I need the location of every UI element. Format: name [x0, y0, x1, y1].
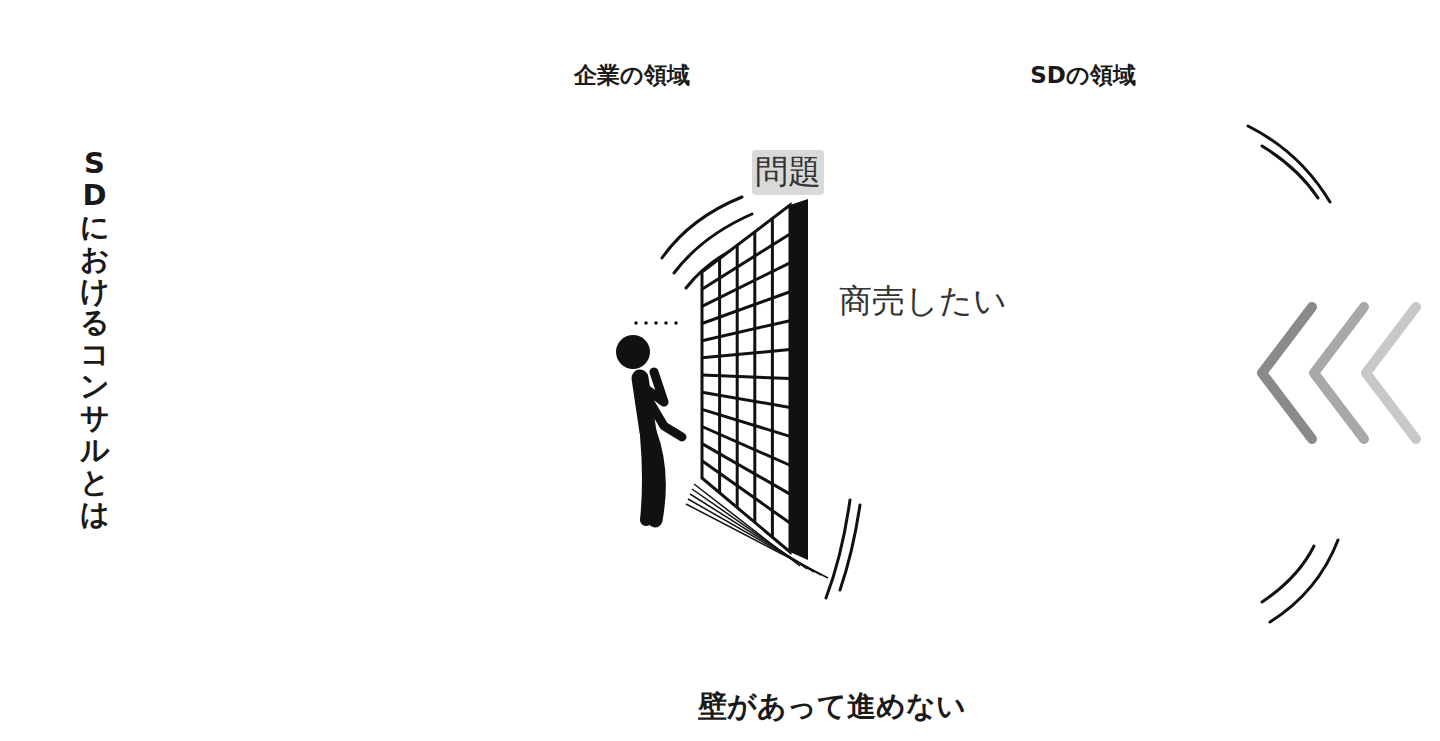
region-heading: 企業の領域 — [574, 60, 690, 91]
sd-domain-circle: SDの領域 — [801, 96, 1365, 660]
topic-title: SDにおけるコンサルとは — [80, 148, 109, 531]
wall-illustration — [702, 199, 808, 560]
motion-lines — [662, 126, 1338, 622]
topic-circle: SDにおけるコンサルとは — [0, 52, 335, 672]
chevron-arrows — [1262, 307, 1416, 439]
region-heading: SDの領域 — [1030, 60, 1136, 91]
company-domain-circle: 企業の領域 — [350, 96, 914, 660]
circle-outline — [350, 96, 914, 660]
overlap-label: 商売したい — [839, 283, 872, 319]
circle-outline — [0, 52, 335, 672]
wall-label: 問題 — [752, 150, 824, 195]
person-figure — [616, 321, 682, 520]
circle-outline — [801, 96, 1365, 660]
caption-note: 壁があって進めない — [698, 687, 966, 727]
